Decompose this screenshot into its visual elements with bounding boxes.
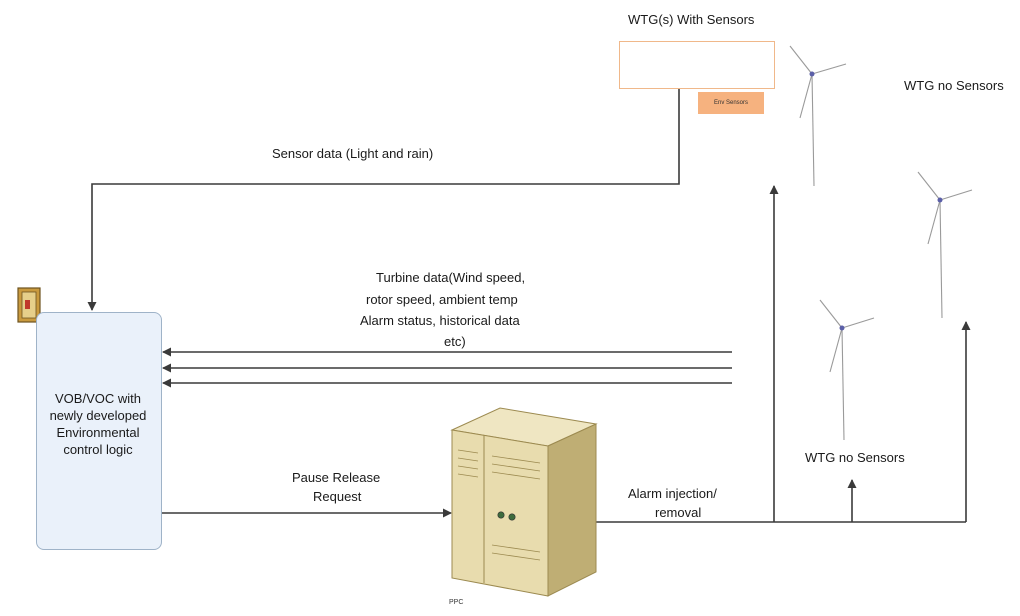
sensor-box [619,41,775,89]
sensor-data-label: Sensor data (Light and rain) [272,146,434,161]
vob-box [36,312,162,550]
turbine-data-line: Alarm status, historical data [360,313,520,328]
turbine-data-line: etc) [444,334,466,349]
alarm-line: Alarm injection/ [628,486,717,501]
wtg-with-sensors-label: WTG(s) With Sensors [628,12,755,27]
alarm-line: removal [655,505,702,520]
vob-line: VOB/VOC with [55,391,141,406]
vob-line: newly developed [49,408,147,423]
pause-release-line: Pause Release [292,470,381,485]
vob-line: control logic [63,442,133,457]
turbine-data-line: Turbine data(Wind speed, [376,270,526,285]
sensor-data-connector [87,88,680,311]
wtg-no-sensors-bottom-label: WTG no Sensors [805,450,905,465]
server-icon [450,407,598,597]
wind-turbine-icon [917,171,973,319]
cabinet-icon [17,287,41,323]
pause-release-line: Request [313,489,362,504]
wtg-no-sensors-top-label: WTG no Sensors [904,78,1004,93]
vob-line: Environmental [56,425,140,440]
turbine-data-line: rotor speed, ambient temp [366,292,518,307]
wind-turbine-icon [819,299,875,441]
ppc-label: PPC [449,599,464,606]
env-sensors-tag: Env Sensors [698,92,764,114]
vob-label: VOB/VOC with newly developed Environment… [28,390,168,458]
wind-turbine-icon [789,45,847,187]
